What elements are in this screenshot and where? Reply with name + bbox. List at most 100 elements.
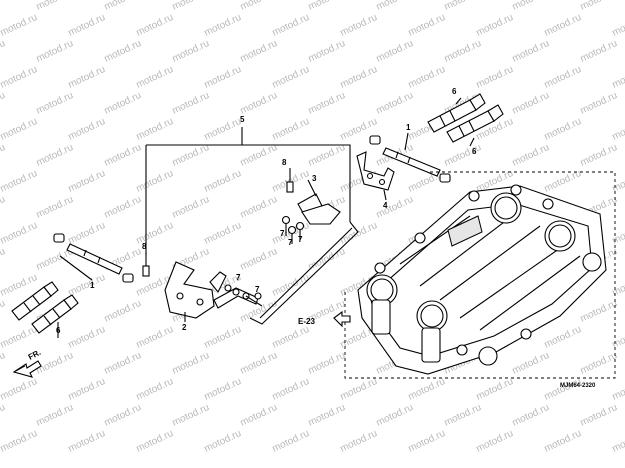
watermark-text: motod.ru <box>35 0 75 13</box>
bracket-5-outline <box>145 127 351 255</box>
reference-arrow <box>333 310 351 328</box>
watermark-text: motod.ru <box>239 38 279 65</box>
callout-8-left: 8 <box>142 242 147 251</box>
callout-7-e: 7 <box>255 285 260 294</box>
watermark-text: motod.ru <box>203 168 243 195</box>
watermark-text: motod.ru <box>375 402 415 429</box>
watermark-text: motod.ru <box>135 376 175 403</box>
watermark-text: motod.ru <box>103 0 143 13</box>
watermark-text: motod.ru <box>407 12 447 39</box>
watermark-text: motod.ru <box>443 142 483 169</box>
watermark-text: motod.ru <box>579 0 619 13</box>
callout-2: 2 <box>182 323 187 332</box>
callout-7-b: 7 <box>288 238 293 247</box>
watermark-text: motod.ru <box>339 64 379 91</box>
watermark-text: motod.ru <box>135 220 175 247</box>
watermark-text: motod.ru <box>67 324 107 351</box>
watermark-text: motod.ru <box>35 38 75 65</box>
watermark-text: motod.ru <box>579 90 619 117</box>
watermark-text: motod.ru <box>271 428 311 455</box>
watermark-text: motod.ru <box>35 194 75 221</box>
watermark-text: motod.ru <box>0 0 7 13</box>
watermark-text: motod.ru <box>135 168 175 195</box>
watermark-text: motod.ru <box>407 428 447 455</box>
watermark-text: motod.ru <box>611 116 625 143</box>
watermark-text: motod.ru <box>103 38 143 65</box>
watermark-text: motod.ru <box>0 428 39 455</box>
watermark-text: motod.ru <box>203 428 243 455</box>
callout-1-upper: 1 <box>406 123 411 132</box>
callout-1-lower: 1 <box>90 281 95 290</box>
watermark-text: motod.ru <box>0 220 39 247</box>
injector-6-lower-a <box>11 281 59 321</box>
watermark-text: motod.ru <box>307 350 347 377</box>
watermark-text: motod.ru <box>239 0 279 13</box>
watermark-text: motod.ru <box>67 220 107 247</box>
screws-7-upper <box>281 215 305 244</box>
watermark-text: motod.ru <box>271 116 311 143</box>
fastener-8-upper <box>286 168 294 193</box>
injector-6-upper-b <box>446 104 504 143</box>
watermark-text: motod.ru <box>239 90 279 117</box>
watermark-text: motod.ru <box>375 194 415 221</box>
watermark-text: motod.ru <box>103 194 143 221</box>
watermark-text: motod.ru <box>103 350 143 377</box>
watermark-text: motod.ru <box>271 64 311 91</box>
watermark-text: motod.ru <box>203 116 243 143</box>
callout-6-mid: 6 <box>472 147 477 156</box>
watermark-text: motod.ru <box>307 246 347 273</box>
diagram-code: MJM64-2320 <box>560 383 596 389</box>
screws-7-lower <box>224 284 263 307</box>
watermark-text: motod.ru <box>339 12 379 39</box>
control-cable <box>249 221 359 325</box>
watermark-text: motod.ru <box>611 12 625 39</box>
watermark-text: motod.ru <box>0 324 39 351</box>
watermark-text: motod.ru <box>271 324 311 351</box>
clamp-3 <box>297 179 341 225</box>
callout-7-d: 7 <box>236 273 241 282</box>
watermark-text: motod.ru <box>0 246 7 273</box>
watermark-text: motod.ru <box>0 298 7 325</box>
watermark-text: motod.ru <box>375 90 415 117</box>
watermark-text: motod.ru <box>407 64 447 91</box>
watermark-text: motod.ru <box>0 116 39 143</box>
watermark-text: motod.ru <box>579 298 619 325</box>
watermark-text: motod.ru <box>67 376 107 403</box>
watermark-text: motod.ru <box>67 168 107 195</box>
watermark-text: motod.ru <box>443 402 483 429</box>
watermark-text: motod.ru <box>239 298 279 325</box>
watermark-text: motod.ru <box>239 350 279 377</box>
watermark-text: motod.ru <box>511 142 551 169</box>
watermark-text: motod.ru <box>67 116 107 143</box>
watermark-text: motod.ru <box>443 38 483 65</box>
watermark-text: motod.ru <box>171 90 211 117</box>
watermark-text: motod.ru <box>511 402 551 429</box>
watermark-text: motod.ru <box>307 142 347 169</box>
callout-8-upper: 8 <box>282 158 287 167</box>
watermark-text: motod.ru <box>35 90 75 117</box>
injector-6-lower-b <box>31 294 79 334</box>
watermark-text: motod.ru <box>611 324 625 351</box>
watermark-text: motod.ru <box>239 246 279 273</box>
watermark-text: motod.ru <box>271 12 311 39</box>
watermark-text: motod.ru <box>543 64 583 91</box>
watermark-text: motod.ru <box>203 376 243 403</box>
watermark-text: motod.ru <box>339 376 379 403</box>
watermark-text: motod.ru <box>103 298 143 325</box>
callout-3: 3 <box>312 174 317 183</box>
watermark-text: motod.ru <box>35 142 75 169</box>
watermark-text: motod.ru <box>103 142 143 169</box>
watermark-text: motod.ru <box>0 402 7 429</box>
watermark-text: motod.ru <box>67 12 107 39</box>
watermark-text: motod.ru <box>543 324 583 351</box>
watermark-text: motod.ru <box>0 142 7 169</box>
watermark-text: motod.ru <box>611 272 625 299</box>
watermark-text: motod.ru <box>135 116 175 143</box>
watermark-text: motod.ru <box>475 376 515 403</box>
fastener-8-left <box>142 252 150 277</box>
watermark-text: motod.ru <box>0 38 7 65</box>
watermark-text: motod.ru <box>543 12 583 39</box>
watermark-text: motod.ru <box>67 428 107 455</box>
watermark-text: motod.ru <box>511 0 551 13</box>
